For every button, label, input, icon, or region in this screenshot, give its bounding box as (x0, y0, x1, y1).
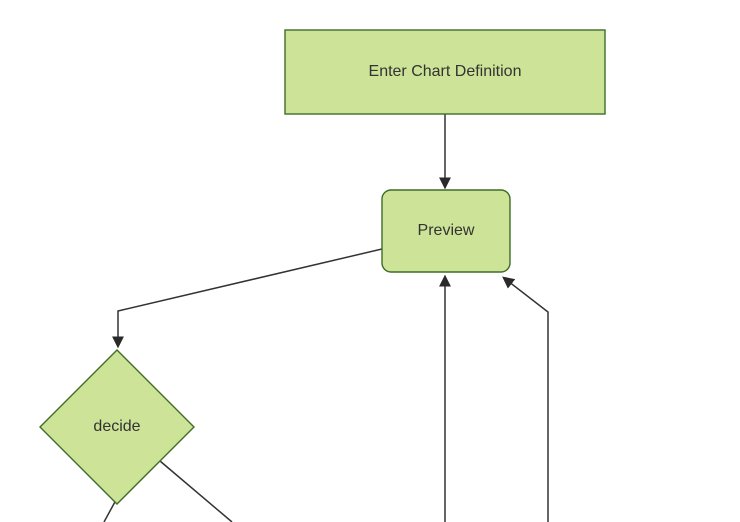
node-decide-shape (39, 349, 195, 505)
node-preview-shape (381, 189, 511, 273)
edge-return-to-preview-corner (502, 276, 549, 522)
node-enter-chart-definition-shape (284, 29, 606, 115)
edge-decide-out-bottom-left (103, 499, 117, 522)
edge-decide-out-bottom-right (159, 460, 233, 522)
edge-preview-to-decide (112, 248, 383, 349)
